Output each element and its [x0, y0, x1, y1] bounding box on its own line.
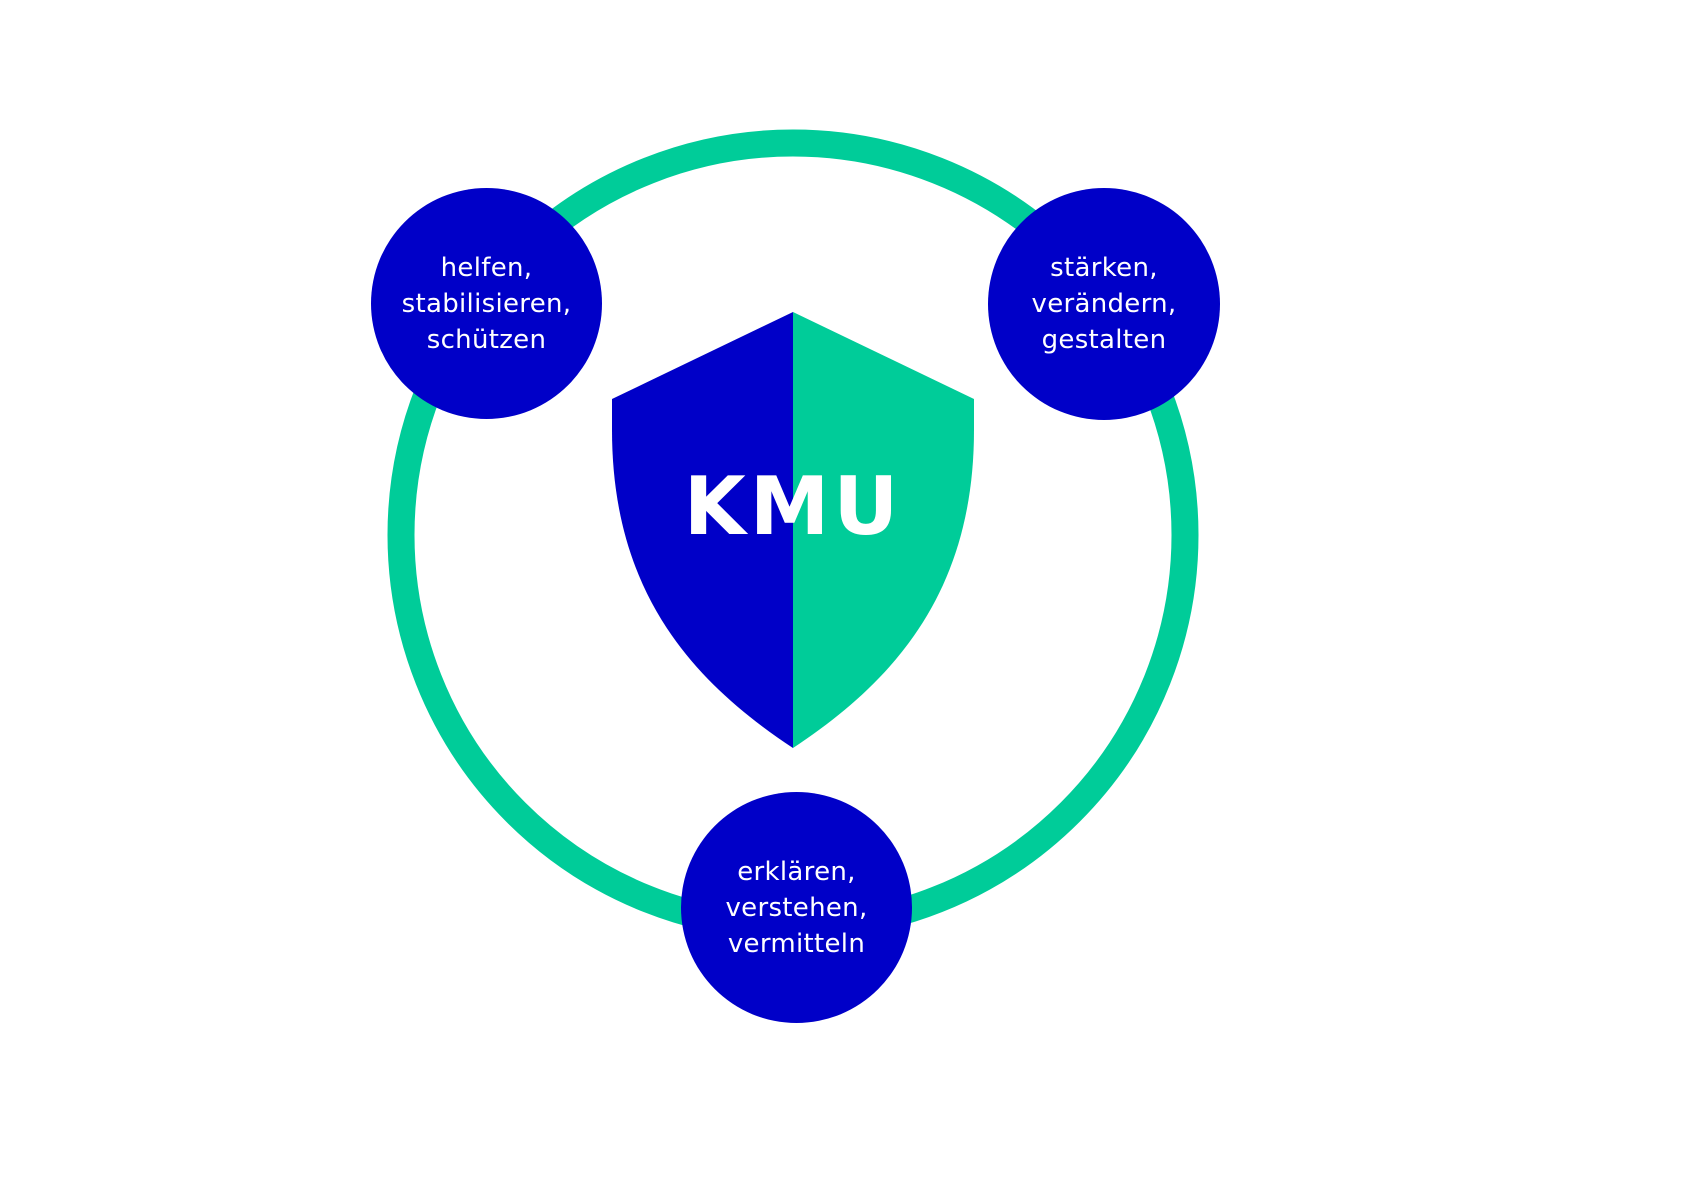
node-line: gestalten	[1041, 325, 1167, 355]
node-text: erklären, verstehen, vermitteln	[725, 854, 867, 962]
node-text: stärken, verändern, gestalten	[1032, 250, 1177, 358]
node-line: erklären,	[737, 856, 856, 887]
node-line: helfen,	[440, 252, 533, 283]
node-top-right: stärken, verändern, gestalten	[988, 188, 1220, 420]
node-bottom: erklären, verstehen, vermitteln	[681, 792, 912, 1023]
node-line: verstehen,	[725, 892, 868, 923]
shield-right-half	[793, 312, 974, 748]
node-line: verändern,	[1031, 289, 1177, 319]
node-line: vermitteln	[727, 928, 866, 959]
node-line: stabilisieren,	[401, 288, 572, 319]
shield-left-half	[612, 312, 793, 748]
node-top-left: helfen, stabilisieren, schützen	[371, 188, 602, 419]
node-text: helfen, stabilisieren, schützen	[402, 250, 572, 358]
shield-icon	[612, 312, 974, 748]
node-line: stärken,	[1050, 253, 1158, 283]
center-label: KMU	[683, 460, 903, 553]
node-line: schützen	[426, 324, 547, 355]
